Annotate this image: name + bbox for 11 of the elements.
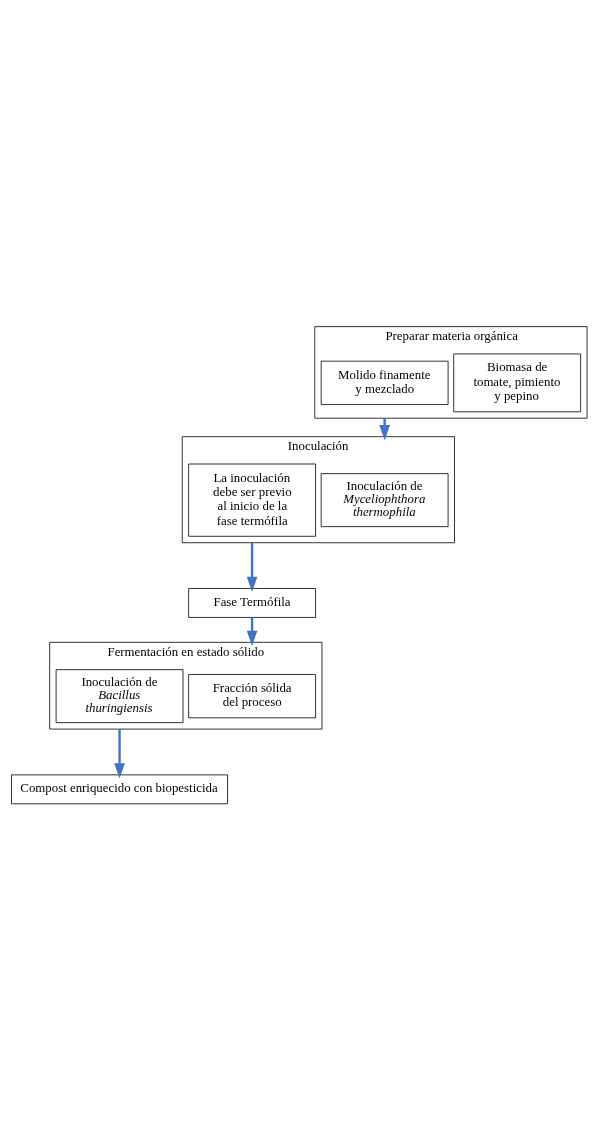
arrow (114, 729, 125, 779)
node-box: Fracción sólida del proceso (188, 674, 316, 719)
node-box: Compost enriquecido con biopesticida (11, 774, 228, 805)
node-box: Inoculación de Bacillus thuringiensis (55, 669, 184, 724)
node-box: Inoculación de Myceliophthora thermophila (320, 473, 449, 528)
arrow (246, 542, 258, 592)
node-box: La inoculación debe ser previo al inicio de la fase termófila (188, 463, 316, 537)
node-box: Biomasa de tomate, pimiento y pepino (453, 353, 582, 413)
arrow (379, 418, 390, 441)
node-box: Fase Termófila (188, 588, 316, 618)
node-box: Molido finamente y mezclado (320, 360, 449, 405)
